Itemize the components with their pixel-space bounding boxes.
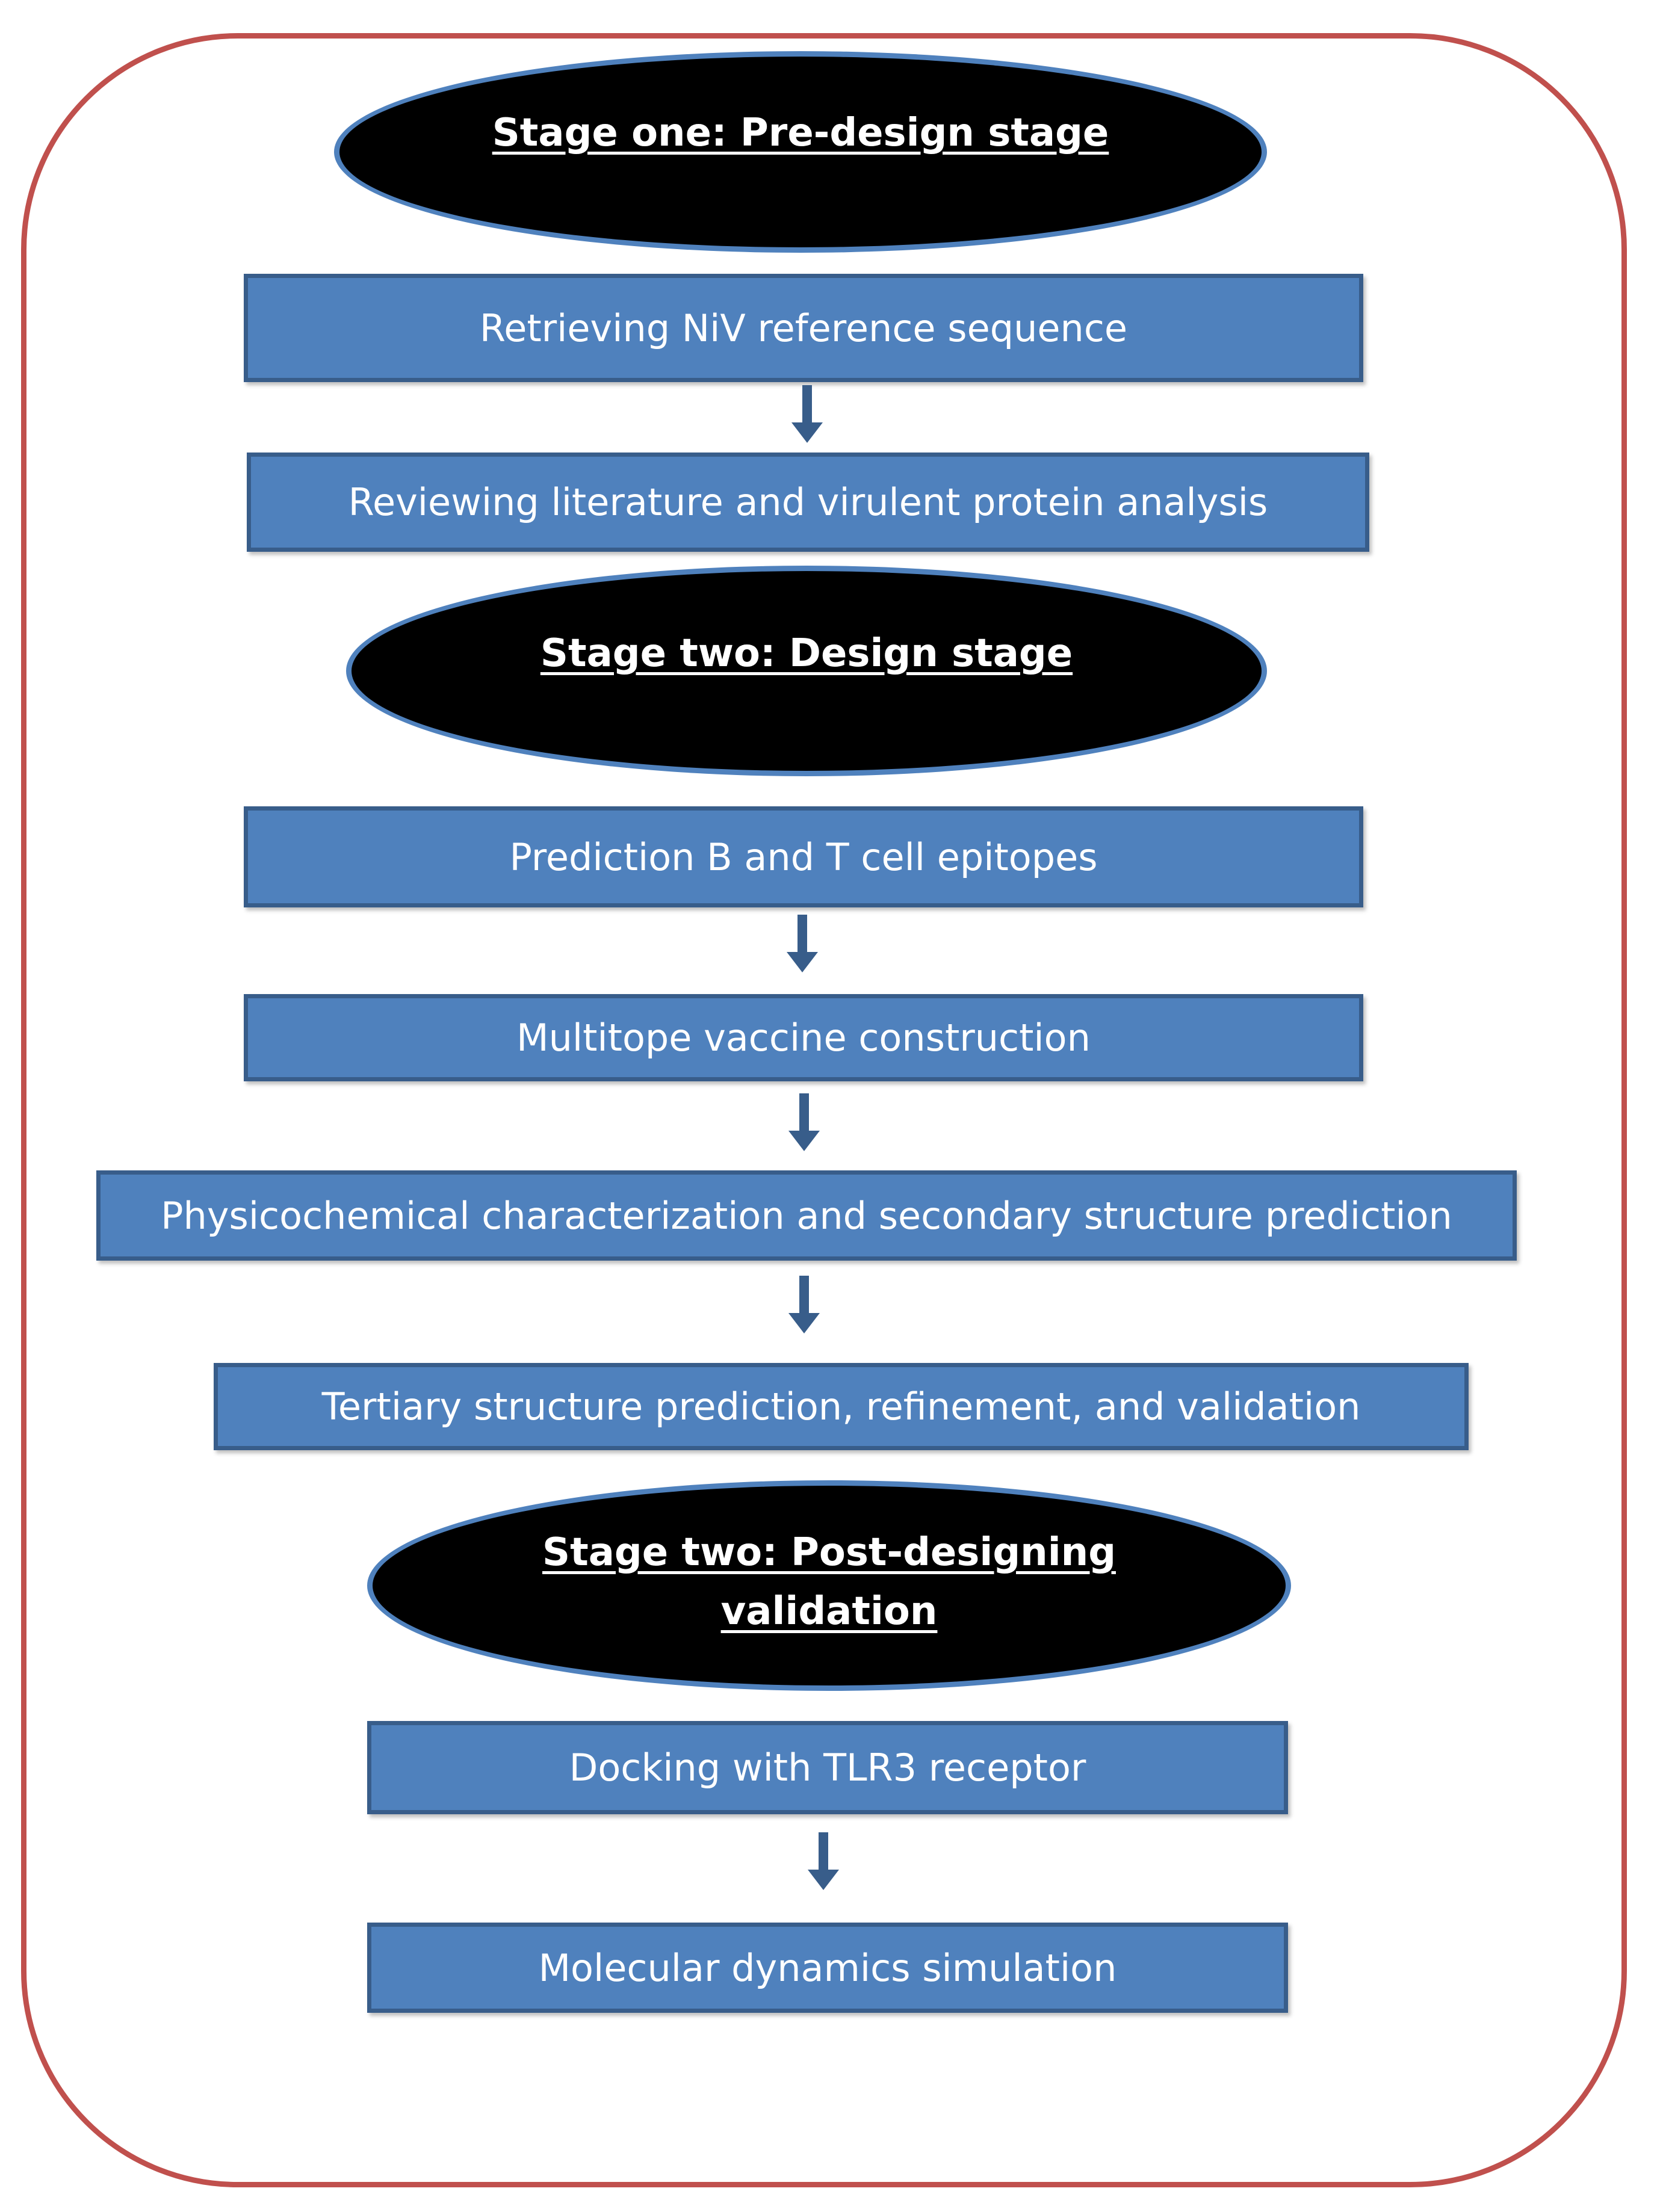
stage-two-ellipse: Stage two: Design stage [346,566,1267,776]
step-tertiary-structure: Tertiary structure prediction, refinemen… [214,1363,1469,1450]
step-physicochemical-characterization: Physicochemical characterization and sec… [96,1170,1517,1261]
stage-post-designing-label-line2: validation [720,1589,938,1634]
stage-post-designing-ellipse: Stage two: Post-designing validation [367,1480,1291,1691]
step-docking-tlr3: Docking with TLR3 receptor [367,1721,1288,1814]
step-prediction-epitopes: Prediction B and T cell epitopes [244,806,1363,907]
stage-post-designing-label-line1: Stage two: Post-designing [542,1530,1116,1575]
stage-one-label: Stage one: Pre-design stage [492,111,1109,155]
diagram-frame [21,33,1627,2187]
stage-one-ellipse: Stage one: Pre-design stage [334,51,1267,253]
down-arrow-icon [784,915,820,975]
step-molecular-dynamics: Molecular dynamics simulation [367,1923,1288,2013]
step-retrieving-sequence: Retrieving NiV reference sequence [244,274,1363,382]
down-arrow-icon [805,1832,841,1892]
down-arrow-icon [786,1093,822,1154]
down-arrow-icon [789,385,825,445]
step-multitope-construction: Multitope vaccine construction [244,994,1363,1081]
step-reviewing-literature: Reviewing literature and virulent protei… [247,453,1369,552]
stage-two-label: Stage two: Design stage [540,631,1073,676]
down-arrow-icon [786,1276,822,1336]
